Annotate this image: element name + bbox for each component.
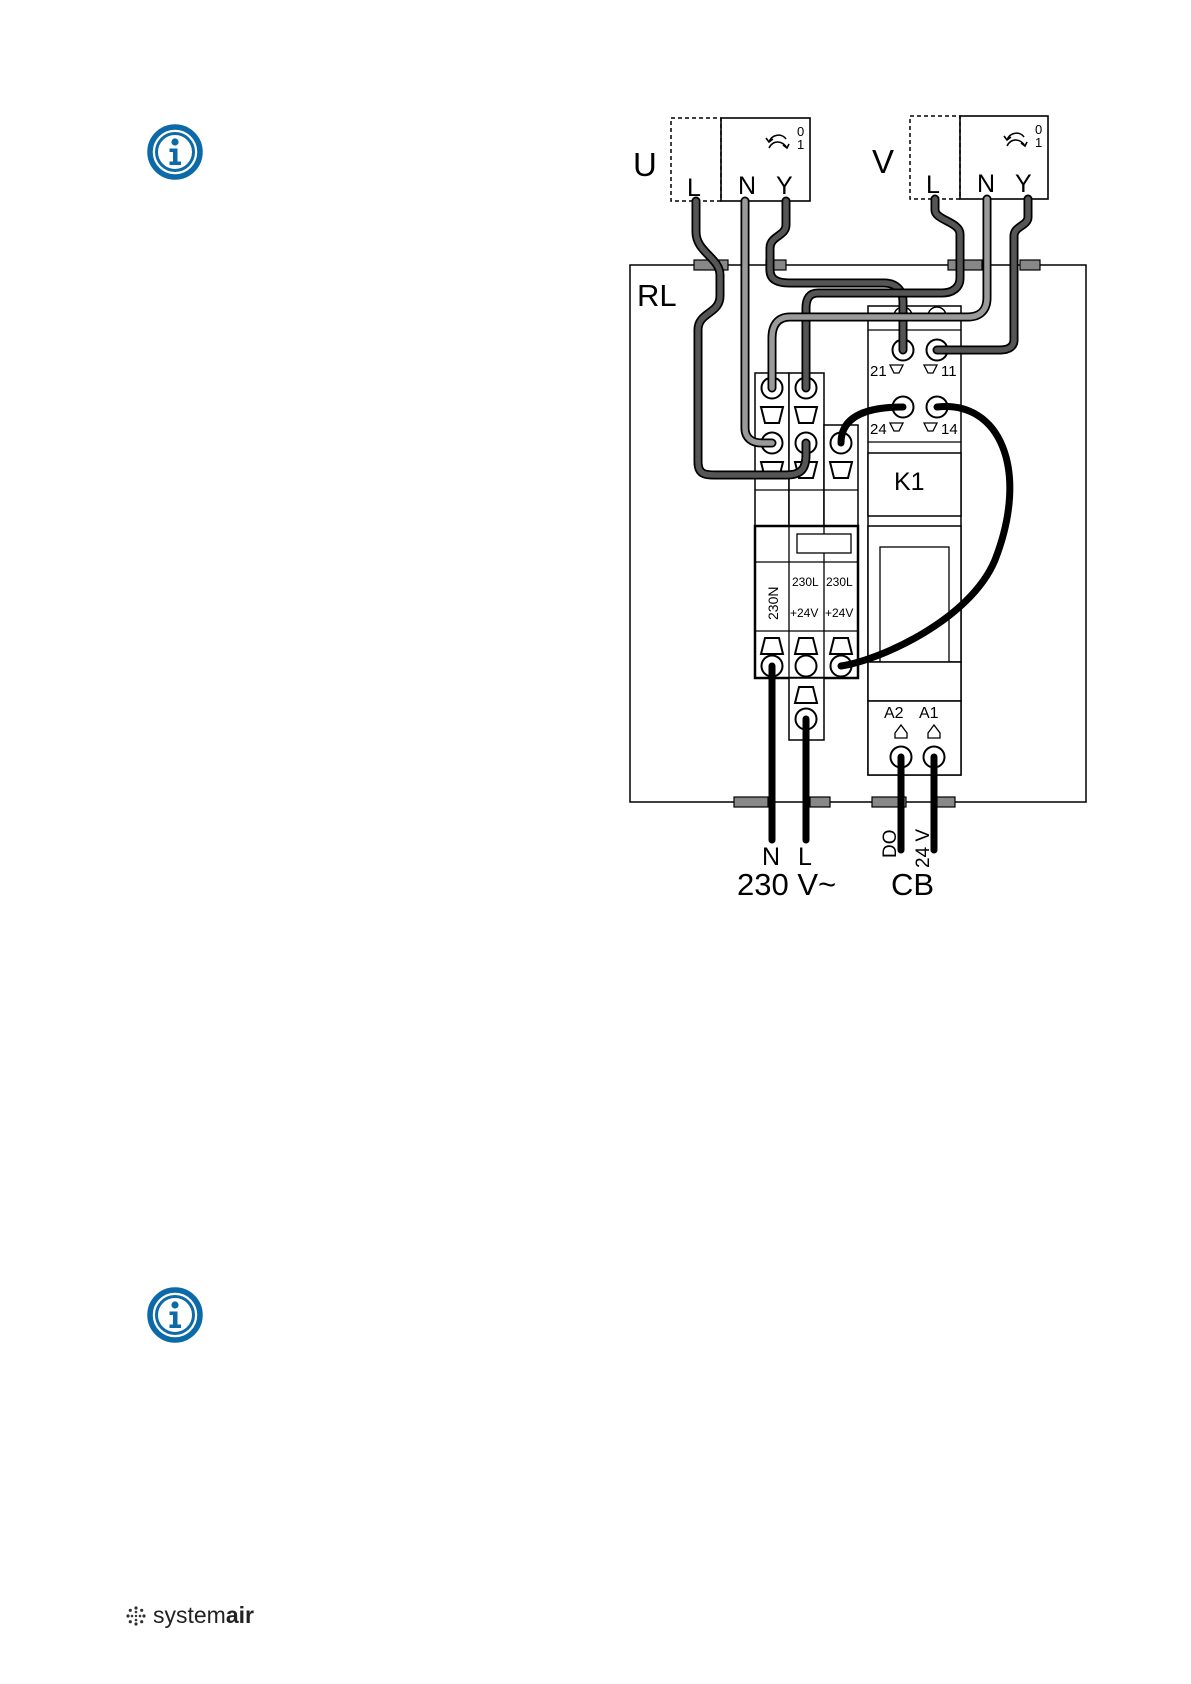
switch-pos-1: 1 (1035, 135, 1042, 150)
switch-pos-1: 1 (797, 137, 804, 152)
label-230n: 230N (765, 587, 781, 620)
terminal-n: N (977, 170, 995, 198)
label-230l: 230L (826, 575, 853, 589)
device-v-label: V (872, 143, 894, 180)
label-230l: 230L (792, 575, 819, 589)
supply-voltage: 230 V~ (737, 867, 836, 902)
coil-a1: A1 (919, 705, 939, 722)
terminal-n: N (738, 172, 756, 200)
terminal-l: L (926, 171, 940, 199)
terminal-y: Y (1015, 170, 1032, 198)
coil-a2: A2 (884, 705, 904, 722)
enclosure-label: RL (637, 278, 677, 313)
contact-21: 21 (870, 363, 887, 380)
contact-14: 14 (941, 421, 958, 438)
terminal-y: Y (776, 172, 793, 200)
label-24v: +24V (825, 606, 853, 620)
brand-logo: systemair (125, 1602, 254, 1629)
brand-text-air: air (226, 1602, 254, 1628)
relay-label: K1 (894, 468, 925, 496)
device-u-label: U (633, 146, 657, 183)
contact-11: 11 (941, 363, 957, 380)
cb-label: CB (891, 867, 934, 902)
brand-text-system: system (153, 1602, 226, 1628)
contact-24: 24 (870, 421, 887, 438)
cb-do-label: DO (880, 830, 901, 859)
device-v: 0 1 V L N Y (872, 116, 1048, 199)
logo-icon (125, 1605, 147, 1627)
wires (696, 199, 1028, 850)
device-u: 0 1 U L N Y (633, 118, 810, 202)
label-24v: +24V (790, 606, 818, 620)
relay-k1: 21 11 24 14 K1 A2 A1 (868, 306, 961, 775)
cb-24v-label: 24 V (913, 829, 934, 868)
